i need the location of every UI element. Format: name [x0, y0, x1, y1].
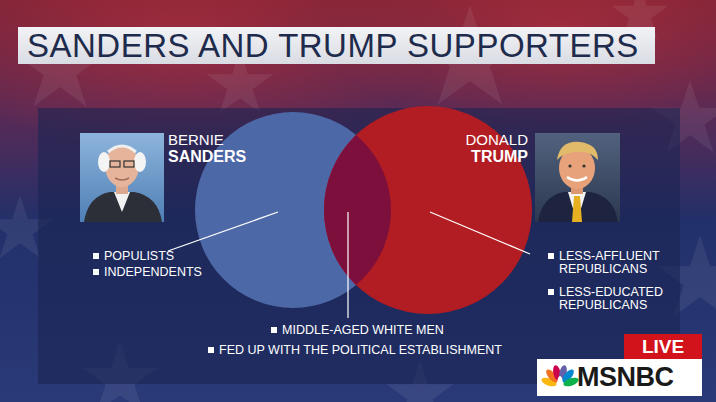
leader-line	[168, 212, 278, 251]
bullet-square	[208, 347, 214, 353]
live-label: LIVE	[642, 337, 684, 356]
bullet-item: MIDDLE-AGED WHITE MEN	[282, 324, 444, 337]
bullet-item: LESS-AFFLUENT REPUBLICANS	[559, 250, 677, 276]
first-name: BERNIE	[168, 132, 224, 147]
bullet-item: LESS-EDUCATED REPUBLICANS	[559, 286, 677, 312]
bullet-square	[93, 253, 99, 259]
bullet-item: POPULISTS	[104, 250, 174, 263]
last-name: SANDERS	[168, 149, 246, 165]
bullet-item: FED UP WITH THE POLITICAL ESTABLISHMENT	[219, 344, 502, 357]
bullet-square	[271, 327, 277, 333]
network-name: MSNBC	[577, 364, 674, 391]
trump-portrait	[535, 133, 620, 222]
sanders-portrait	[80, 133, 164, 222]
leader-line	[347, 212, 348, 318]
bullet-square	[548, 253, 554, 259]
overlap-region	[324, 106, 532, 314]
first-name: DONALD	[465, 132, 528, 147]
bullet-item: INDEPENDENTS	[104, 266, 202, 279]
network-badge	[537, 359, 702, 396]
trump-circle	[324, 106, 532, 314]
last-name: TRUMP	[471, 149, 528, 165]
bullet-square	[548, 289, 554, 295]
bullet-square	[93, 269, 99, 275]
title-text: SANDERS AND TRUMP SUPPORTERS	[27, 28, 639, 63]
peacock-logo	[540, 364, 579, 388]
live-badge	[624, 334, 702, 359]
leader-line	[430, 212, 530, 254]
